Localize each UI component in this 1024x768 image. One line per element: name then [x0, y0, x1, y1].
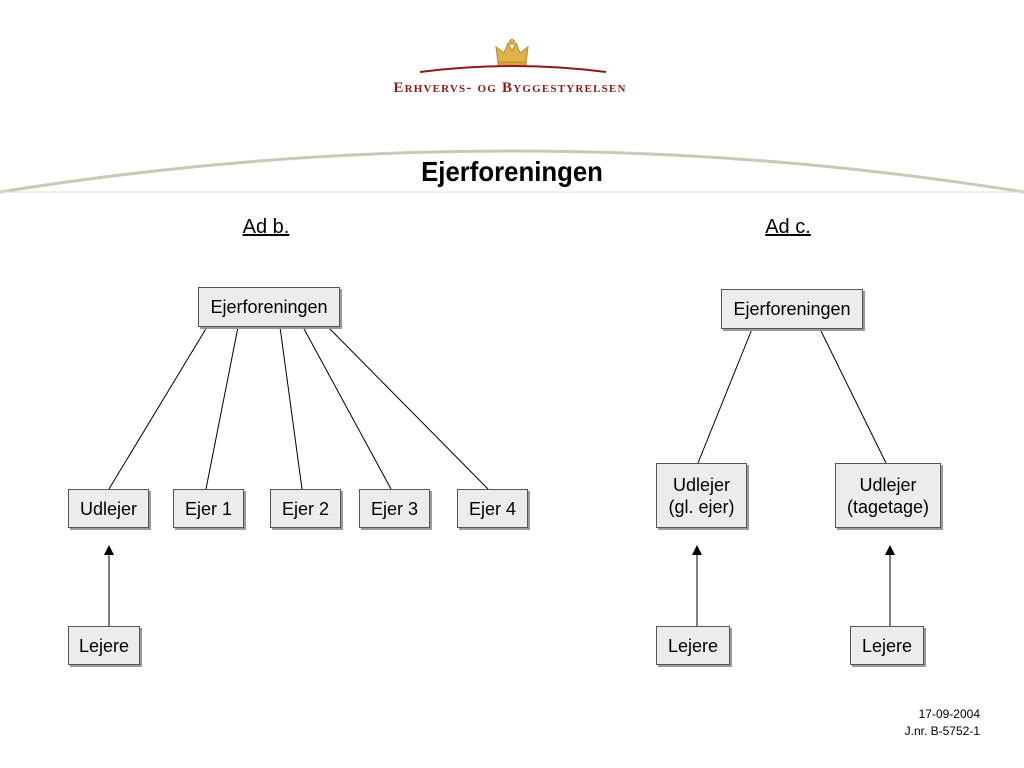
node-udlejer-gl-ejer: Udlejer (gl. ejer) [656, 463, 747, 528]
node-ejer-4: Ejer 4 [457, 489, 528, 528]
node-lejere-b: Lejere [68, 626, 140, 665]
node-udlejer: Udlejer [68, 489, 149, 528]
node-ejer-1: Ejer 1 [173, 489, 244, 528]
header-arc [0, 149, 1024, 194]
footer-reference: J.nr. B-5752-1 [904, 724, 980, 738]
logo-swoosh [419, 65, 607, 73]
footer: 17-09-2004 J.nr. B-5752-1 [905, 706, 980, 740]
section-label-ad-b: Ad b. [242, 216, 290, 238]
node-ejer-3: Ejer 3 [359, 489, 430, 528]
node-ejerforeningen-b: Ejerforeningen [198, 287, 340, 327]
node-ejer-2: Ejer 2 [270, 489, 341, 528]
node-lejere-tagetage: Lejere [850, 626, 924, 665]
line-root-to-udlejer [108, 326, 208, 490]
line-root-to-ejer1 [205, 326, 239, 490]
line-root-to-udlejer-tagetage [819, 328, 887, 464]
line-root-to-ejer3 [302, 326, 392, 490]
node-lejere-gl-ejer: Lejere [656, 626, 730, 665]
line-root-to-udlejer-gl-ejer [697, 328, 753, 464]
logo-wordmark: Erhvervs- og Byggestyrelsen [393, 80, 627, 96]
slide-title: Ejerforeningen [421, 156, 603, 187]
line-root-to-ejer4 [327, 326, 489, 490]
section-label-ad-c: Ad c. [765, 216, 811, 238]
node-udlejer-tagetage: Udlejer (tagetage) [835, 463, 941, 528]
line-root-to-ejer2 [279, 326, 303, 490]
footer-date: 17-09-2004 [918, 707, 980, 721]
node-ejerforeningen-c: Ejerforeningen [721, 289, 863, 329]
